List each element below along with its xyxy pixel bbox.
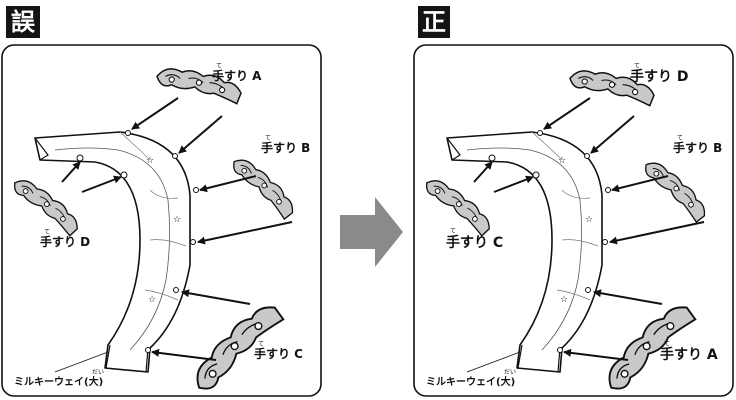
label-handrail-b: 手すり B — [261, 141, 311, 155]
label-d-ruby: て — [634, 63, 641, 70]
caption-ruby: だい — [504, 369, 517, 376]
label-handrail-c: 手すり C — [254, 347, 303, 361]
label-handrail-c: 手すり C — [446, 235, 504, 251]
right-arrow-icon — [340, 197, 403, 267]
label-c-ruby: て — [258, 341, 265, 348]
label-d-ruby: て — [44, 229, 51, 236]
correct-tag: 正 — [418, 6, 450, 38]
label-b-ruby: て — [677, 135, 684, 142]
label-handrail-a: 手すり A — [212, 69, 262, 83]
label-a-ruby: て — [216, 63, 223, 70]
label-a-ruby: て — [664, 341, 671, 348]
label-handrail-b: 手すり B — [673, 141, 723, 155]
caption-milky-way: ミルキーウェイ(大) — [426, 377, 516, 388]
label-b-ruby: て — [265, 135, 272, 142]
wrong-tag: 誤 — [6, 6, 40, 38]
label-handrail-a: 手すり A — [660, 347, 718, 363]
caption-milky-way: ミルキーウェイ(大) — [14, 377, 104, 388]
label-c-ruby: て — [450, 228, 457, 235]
caption-ruby: だい — [92, 369, 105, 376]
label-handrail-d: 手すり D — [40, 235, 91, 249]
label-handrail-d: 手すり D — [630, 69, 689, 85]
